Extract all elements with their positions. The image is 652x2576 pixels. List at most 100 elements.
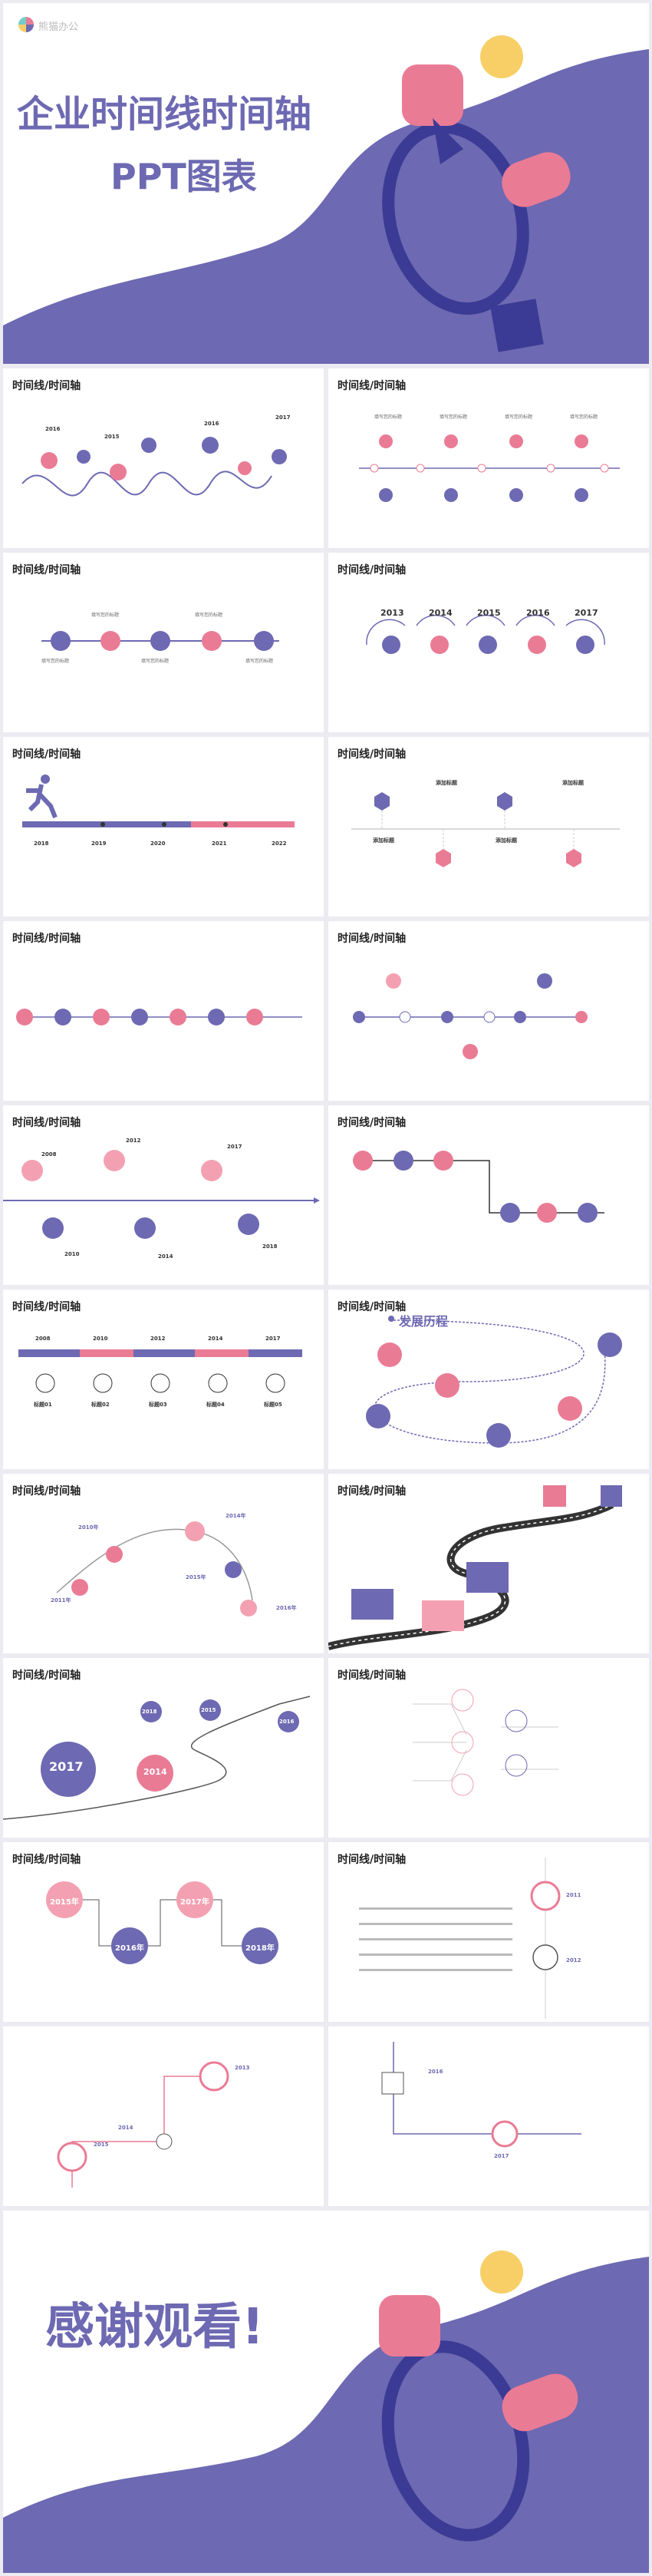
slide-7: 时间线/时间轴 — [3, 921, 324, 1101]
bracket-timeline — [353, 1151, 604, 1223]
year-label: 2016年 — [276, 1605, 297, 1611]
year-label: 2016 — [526, 608, 550, 618]
year-label: 2012 — [150, 1336, 166, 1342]
branch-timeline — [413, 1689, 558, 1796]
item-label: 添加标题 — [496, 837, 517, 844]
slide-title: 时间线/时间轴 — [12, 1669, 81, 1682]
icon-timeline — [41, 631, 279, 651]
slide-title: 时间线/时间轴 — [12, 564, 81, 576]
wave-timeline — [21, 437, 287, 497]
year-label: 2018 — [262, 1243, 278, 1250]
year-label: 2015 — [477, 608, 501, 618]
slide-3: 时间线/时间轴 填写您的标题 填写您的标题 填写您的标题 填写您的标题 填写您的… — [3, 553, 324, 732]
cover-slide: 熊猫办公 企业时间线时间轴 PPT图表 — [3, 3, 649, 364]
horizontal-timeline — [359, 434, 620, 502]
year-label: 2014 — [118, 2125, 133, 2131]
year-label: 2012 — [566, 1957, 581, 1963]
arc-timeline — [366, 614, 605, 654]
item-label: 填写您的标题 — [41, 659, 70, 664]
slide-19: 2013 2014 2015 — [3, 2026, 324, 2206]
item-label: 添加标题 — [436, 780, 457, 786]
step-timeline — [46, 1881, 278, 1964]
slide-title: 时间线/时间轴 — [12, 1485, 81, 1498]
slide-18: 时间线/时间轴 2011 2012 — [328, 1842, 649, 2022]
curve-icon-timeline — [56, 1521, 257, 1617]
slide-title: 时间线/时间轴 — [338, 933, 407, 945]
slide-13: 时间线/时间轴 2014年 2010年 2015年 2011年 2016年 — [3, 1474, 324, 1653]
ending-wave — [3, 2251, 649, 2573]
slide-20: 2016 2017 — [328, 2026, 649, 2206]
slide-1: 时间线/时间轴 2016 2015 2016 2017 — [3, 368, 324, 548]
year-label: 2015年 — [186, 1574, 206, 1580]
year-label: 2021 — [212, 841, 227, 847]
slide-11: 时间线/时间轴 2008 2010 2012 2014 2017 标题01 标题… — [3, 1290, 324, 1469]
cover-logo — [18, 17, 34, 32]
slide-9: 时间线/时间轴 2008 2012 2017 2010 2014 2018 — [3, 1105, 324, 1285]
runner-bar-timeline — [22, 774, 295, 827]
year-label: 2008 — [41, 1151, 57, 1158]
year-label: 2015 — [201, 1707, 216, 1713]
year-label: 2017 — [49, 1759, 84, 1774]
elbow-timeline — [381, 2042, 581, 2148]
year-label: 2020 — [150, 841, 166, 847]
cover-watermark: 熊猫办公 — [38, 21, 79, 33]
ending-text: 感谢观看! — [45, 2299, 265, 2356]
road-timeline — [328, 1485, 622, 1650]
pin-timeline — [353, 973, 588, 1059]
year-label: 2016年 — [115, 1944, 144, 1953]
item-label: 填写您的标题 — [141, 659, 170, 664]
cover-wave — [3, 35, 649, 364]
cover-title-line1: 企业时间线时间轴 — [17, 93, 312, 136]
slide-title: 时间线/时间轴 — [12, 380, 81, 392]
year-label: 2014 — [143, 1767, 167, 1777]
year-label: 2014 — [158, 1253, 173, 1260]
slide-title: 时间线/时间轴 — [338, 564, 407, 576]
year-label: 2012 — [126, 1138, 141, 1144]
ribbon-timeline — [18, 1349, 302, 1393]
year-label: 2016 — [45, 426, 61, 432]
slide-12: 时间线/时间轴 发展历程 — [328, 1290, 649, 1469]
slide-17: 时间线/时间轴 2015年 2016年 2017年 2018年 — [3, 1842, 324, 2022]
year-label: 2014 — [429, 608, 453, 618]
year-label: 2015 — [104, 434, 120, 440]
item-label: 标题04 — [206, 1402, 225, 1408]
year-label: 2010 — [64, 1251, 80, 1257]
slide-8: 时间线/时间轴 — [328, 921, 649, 1101]
slide-title: 时间线/时间轴 — [338, 380, 407, 392]
year-label: 2017 — [494, 2153, 509, 2159]
year-label: 2016 — [428, 2069, 443, 2075]
item-label: 填写您的标题 — [374, 414, 403, 420]
slide-2: 时间线/时间轴 填写您的标题 填写您的标题 填写您的标题 填写您的标题 — [328, 368, 649, 548]
item-label: 标题01 — [34, 1402, 52, 1408]
slide-title: 时间线/时间轴 — [338, 1854, 407, 1866]
item-label: 添加标题 — [562, 780, 584, 786]
year-label: 2018 — [142, 1709, 157, 1715]
year-label: 2010 — [93, 1336, 108, 1342]
item-label: 填写您的标题 — [440, 414, 468, 420]
slide-title: 时间线/时间轴 — [338, 1669, 407, 1682]
item-label: 标题05 — [264, 1402, 282, 1408]
slide-title: 时间线/时间轴 — [338, 1117, 407, 1129]
year-label: 2011 — [566, 1892, 581, 1898]
year-label: 2008 — [35, 1336, 51, 1342]
year-label: 2013 — [235, 2065, 250, 2071]
year-label: 2017 — [275, 414, 291, 421]
cover-title-line2: PPT图表 — [110, 156, 257, 197]
slide-10: 时间线/时间轴 — [328, 1105, 649, 1285]
year-label: 2017年 — [180, 1898, 209, 1907]
slide-title: 时间线/时间轴 — [12, 1301, 81, 1313]
branching-path — [57, 2061, 229, 2188]
year-label: 2022 — [272, 841, 287, 847]
slide-16: 时间线/时间轴 — [328, 1658, 649, 1838]
slide-title: 时间线/时间轴 — [338, 1485, 407, 1498]
slide-title: 时间线/时间轴 — [12, 933, 81, 945]
slide-5: 时间线/时间轴 2018 2019 2020 2021 2022 — [3, 737, 324, 916]
item-label: 填写您的标题 — [505, 414, 533, 420]
item-label: 填写您的标题 — [91, 613, 120, 618]
arrow-timeline — [3, 1150, 320, 1239]
year-label: 2015 — [94, 2142, 109, 2148]
year-label: 2013 — [380, 608, 404, 618]
item-label: 填写您的标题 — [570, 414, 598, 420]
item-label: 填写您的标题 — [245, 659, 274, 664]
slide-4: 时间线/时间轴 2013 2014 2015 2016 2017 — [328, 553, 649, 732]
